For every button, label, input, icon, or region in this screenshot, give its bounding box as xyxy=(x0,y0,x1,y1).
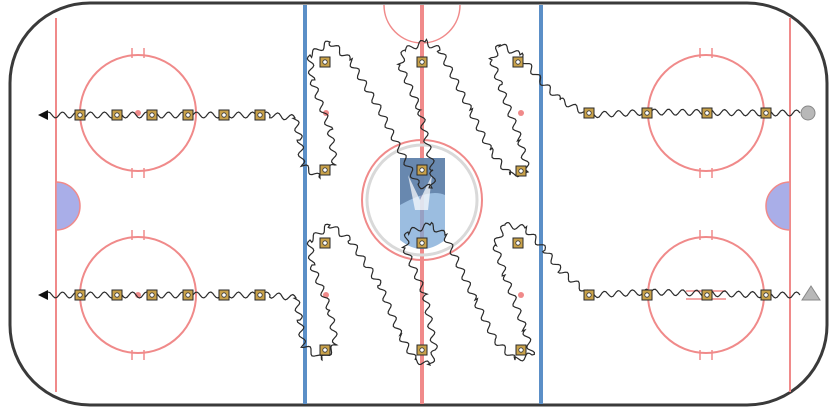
center-circle xyxy=(361,139,483,261)
cone-icon xyxy=(218,109,230,121)
cones xyxy=(74,56,772,356)
cone-icon xyxy=(182,109,194,121)
neutral-dot xyxy=(518,292,524,298)
skating-path-line xyxy=(47,221,801,366)
cone-icon xyxy=(760,107,772,119)
arrow-head-icon xyxy=(38,290,48,300)
cone-icon xyxy=(701,289,713,301)
cone-icon xyxy=(319,237,331,249)
skating-paths xyxy=(47,38,801,366)
cone-icon xyxy=(74,109,86,121)
cone-icon xyxy=(641,289,653,301)
cone-icon xyxy=(416,344,428,356)
cone-icon xyxy=(319,344,331,356)
cone-icon xyxy=(254,289,266,301)
triangle-player-icon xyxy=(801,285,821,301)
cone-icon xyxy=(111,289,123,301)
cone-icon xyxy=(146,289,158,301)
cone-icon xyxy=(319,56,331,68)
cone-icon xyxy=(416,237,428,249)
cone-icon xyxy=(146,109,158,121)
cone-icon xyxy=(701,107,713,119)
cone-icon xyxy=(319,164,331,176)
goal-crease-left xyxy=(55,181,81,231)
cone-icon xyxy=(641,107,653,119)
cone-icon xyxy=(583,107,595,119)
neutral-dot xyxy=(518,110,524,116)
referee-crease xyxy=(383,4,461,44)
cone-icon xyxy=(74,289,86,301)
cone-icon xyxy=(416,56,428,68)
circle-player-icon xyxy=(800,105,816,121)
arrow-head-icon xyxy=(38,110,48,120)
cone-icon xyxy=(111,109,123,121)
neutral-dot xyxy=(323,292,329,298)
cone-icon xyxy=(182,289,194,301)
cone-icon xyxy=(218,289,230,301)
cone-icon xyxy=(583,289,595,301)
cone-icon xyxy=(515,344,527,356)
cone-icon xyxy=(515,165,527,177)
cone-icon xyxy=(254,109,266,121)
center-circle-inner xyxy=(365,143,479,257)
goal-crease-right xyxy=(765,181,791,231)
cone-icon xyxy=(512,237,524,249)
skating-path-line xyxy=(47,38,801,190)
cone-icon xyxy=(416,164,428,176)
cone-icon xyxy=(760,289,772,301)
cone-icon xyxy=(512,56,524,68)
